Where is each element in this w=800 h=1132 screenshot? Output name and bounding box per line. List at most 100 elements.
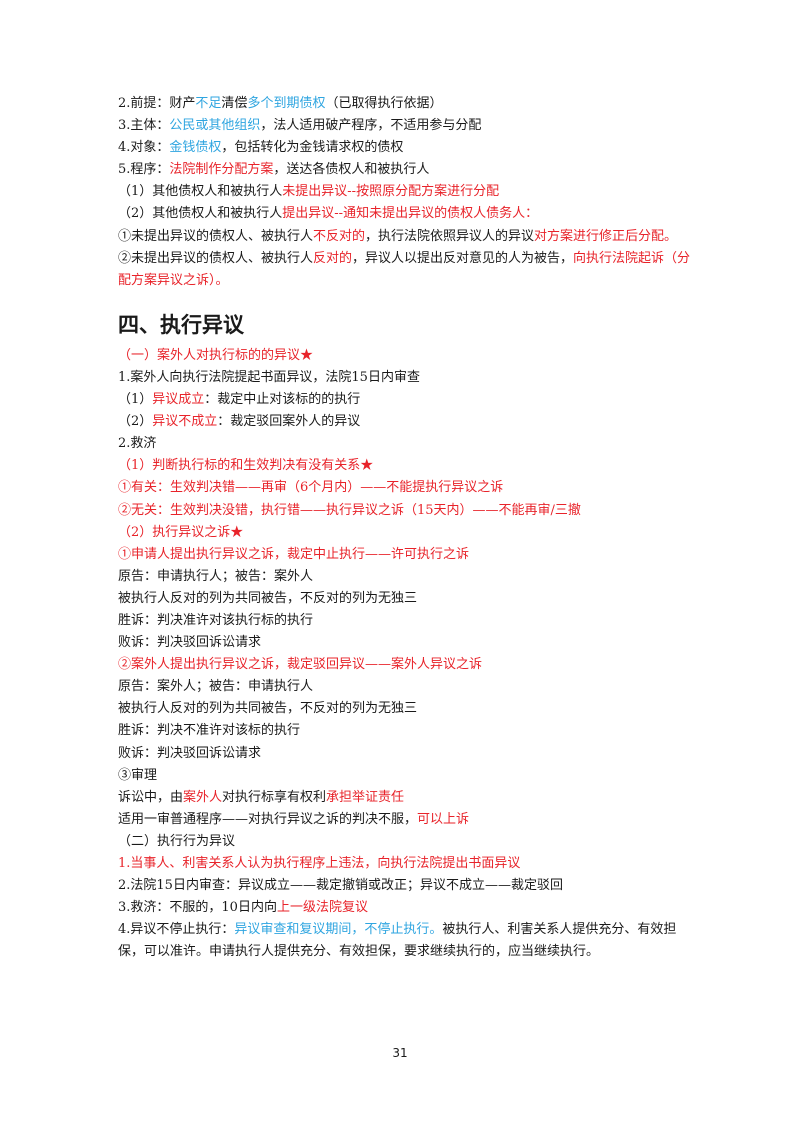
text-segment: 2.救济 <box>118 436 157 452</box>
text-segment: ，异议人以提出反对意见的人为被告， <box>352 250 574 266</box>
text-line: 3.救济：不服的，10日内向上一级法院复议 <box>118 897 700 919</box>
text-line: ①未提出异议的债权人、被执行人不反对的，执行法院依照异议人的异议对方案进行修正后… <box>118 226 700 248</box>
document-body: 2.前提：财产不足清偿多个到期债权（已取得执行依据）3.主体：公民或其他组织，法… <box>118 93 700 963</box>
section-heading: 四、执行异议 <box>118 312 244 337</box>
text-segment: （二）执行行为异议 <box>118 833 236 849</box>
text-line: 2.法院15日内审查：异议成立——裁定撤销或改正；异议不成立——裁定驳回 <box>118 875 700 897</box>
text-segment: （一）案外人对执行标的的异议★ <box>118 347 314 363</box>
text-segment: 未提出异议--按照原分配方案进行分配 <box>282 184 500 200</box>
text-segment: 可以上诉 <box>417 811 470 827</box>
text-segment: 清偿 <box>221 96 248 111</box>
text-line: （二）执行行为异议 <box>118 831 700 853</box>
text-segment: （1）判断执行标的和生效判决有没有关系★ <box>118 458 374 474</box>
text-line: ③审理 <box>118 765 700 787</box>
text-segment: 异议审查和复议期间，不停止执行。 <box>234 922 443 938</box>
text-segment: 异议不成立 <box>152 414 218 430</box>
text-line: 3.主体：公民或其他组织，法人适用破产程序，不适用参与分配 <box>118 115 700 137</box>
text-segment: ③审理 <box>118 767 158 783</box>
text-segment: 向执行法院起诉（分配方案异议之诉）。 <box>118 250 691 288</box>
text-line: （1）判断执行标的和生效判决有没有关系★ <box>118 455 700 477</box>
text-segment: 诉讼中，由 <box>118 789 184 805</box>
text-line: （2）其他债权人和被执行人提出异议--通知未提出异议的债权人债务人： <box>118 203 700 225</box>
text-line: 诉讼中，由案外人对执行标享有权利承担举证责任 <box>118 787 700 809</box>
text-line: （一）案外人对执行标的的异议★ <box>118 345 700 367</box>
text-segment: 金钱债权 <box>169 140 222 156</box>
text-segment: 原告：案外人；被告：申请执行人 <box>118 679 314 695</box>
text-segment: （1）其他债权人和被执行人 <box>118 184 283 200</box>
text-segment: 多个到期债权 <box>247 96 326 111</box>
text-segment: 胜诉：判决不准许对该标的执行 <box>118 723 301 739</box>
text-segment: 提出异议--通知未提出异议的债权人债务人： <box>282 206 539 222</box>
text-segment: 不反对的 <box>313 228 366 244</box>
text-segment: ②未提出异议的债权人、被执行人 <box>118 250 314 266</box>
text-segment: 胜诉：判决准许对该执行标的执行 <box>118 612 314 628</box>
text-segment: 3.救济：不服的，10日内向 <box>118 900 277 916</box>
text-segment: （1） <box>118 392 153 408</box>
text-segment: 案外人 <box>183 789 223 805</box>
text-line: ①有关：生效判决错——再审（6个月内）——不能提执行异议之诉 <box>118 477 700 499</box>
text-line: 4.异议不停止执行：异议审查和复议期间，不停止执行。被执行人、利害关系人提供充分… <box>118 919 700 963</box>
section-execution-objection: （一）案外人对执行标的的异议★ 1.案外人向执行法院提起书面异议，法院15日内审查… <box>118 345 700 964</box>
text-line: ②案外人提出执行异议之诉，裁定驳回异议——案外人异议之诉 <box>118 654 700 676</box>
text-segment: 对方案进行修正后分配。 <box>534 228 678 244</box>
text-line: 胜诉：判决不准许对该标的执行 <box>118 720 700 742</box>
text-segment: 3.主体： <box>118 118 170 134</box>
section-distribution: 2.前提：财产不足清偿多个到期债权（已取得执行依据）3.主体：公民或其他组织，法… <box>118 93 700 292</box>
text-segment: 4.异议不停止执行： <box>118 922 235 938</box>
text-segment: 1.当事人、利害关系人认为执行程序上违法，向执行法院提出书面异议 <box>118 856 521 871</box>
text-segment: ：裁定驳回案外人的异议 <box>217 414 361 430</box>
text-line: （1）异议成立：裁定中止对该标的的执行 <box>118 389 700 411</box>
text-segment: ②无关：生效判决没错，执行错——执行异议之诉（15天内）——不能再审/三撤 <box>118 502 581 518</box>
text-segment: 2.法院15日内审查：异议成立——裁定撤销或改正；异议不成立——裁定驳回 <box>118 878 563 894</box>
text-line: 5.程序：法院制作分配方案，送达各债权人和被执行人 <box>118 159 700 181</box>
text-segment: （2）执行异议之诉★ <box>118 524 244 540</box>
text-line: 1.当事人、利害关系人认为执行程序上违法，向执行法院提出书面异议 <box>118 853 700 875</box>
text-segment: 1.案外人向执行法院提起书面异议，法院15日内审查 <box>118 369 420 385</box>
text-segment: 不足 <box>195 96 222 111</box>
text-segment: （2） <box>118 414 153 430</box>
text-segment: ②案外人提出执行异议之诉，裁定驳回异议——案外人异议之诉 <box>118 657 483 673</box>
text-segment: 对执行标享有权利 <box>222 789 327 805</box>
text-segment: ，包括转化为金钱请求权的债权 <box>221 140 404 156</box>
text-segment: 被执行人反对的列为共同被告，不反对的列为无独三 <box>118 590 418 606</box>
text-segment: 法院制作分配方案 <box>169 162 274 178</box>
text-segment: 被执行人、利害关系人提供充分、有效担保，可以准许。申请执行人提供充分、有效担保，… <box>118 922 677 960</box>
text-line: ②无关：生效判决没错，执行错——执行异议之诉（15天内）——不能再审/三撤 <box>118 500 700 522</box>
text-line: 被执行人反对的列为共同被告，不反对的列为无独三 <box>118 698 700 720</box>
text-line: 1.案外人向执行法院提起书面异议，法院15日内审查 <box>118 367 700 389</box>
text-line: 胜诉：判决准许对该执行标的执行 <box>118 610 700 632</box>
text-segment: ①有关：生效判决错——再审（6个月内）——不能提执行异议之诉 <box>118 480 504 496</box>
text-segment: ，执行法院依照异议人的异议 <box>365 228 535 244</box>
text-segment: 适用一审普通程序——对执行异议之诉的判决不服， <box>118 811 418 827</box>
text-segment: （已取得执行依据） <box>325 96 443 111</box>
text-segment: 败诉：判决驳回诉讼请求 <box>118 635 262 651</box>
text-line: 原告：申请执行人；被告：案外人 <box>118 566 700 588</box>
page-number: 31 <box>392 1046 408 1060</box>
text-segment: 异议成立 <box>152 392 205 408</box>
text-line: 2.救济 <box>118 433 700 455</box>
text-line: 原告：案外人；被告：申请执行人 <box>118 676 700 698</box>
text-line: ②未提出异议的债权人、被执行人反对的，异议人以提出反对意见的人为被告，向执行法院… <box>118 248 700 292</box>
text-line: 4.对象：金钱债权，包括转化为金钱请求权的债权 <box>118 137 700 159</box>
text-segment: 上一级法院复议 <box>276 900 368 916</box>
text-segment: 2.前提：财产 <box>118 96 196 111</box>
text-line: 败诉：判决驳回诉讼请求 <box>118 632 700 654</box>
text-segment: （2）其他债权人和被执行人 <box>118 206 283 222</box>
text-segment: 原告：申请执行人；被告：案外人 <box>118 568 314 584</box>
text-line: 被执行人反对的列为共同被告，不反对的列为无独三 <box>118 588 700 610</box>
text-line: 适用一审普通程序——对执行异议之诉的判决不服，可以上诉 <box>118 809 700 831</box>
text-segment: 公民或其他组织 <box>169 118 261 134</box>
text-segment: ①申请人提出执行异议之诉，裁定中止执行——许可执行之诉 <box>118 546 470 562</box>
text-segment: 被执行人反对的列为共同被告，不反对的列为无独三 <box>118 701 418 717</box>
text-segment: ，法人适用破产程序，不适用参与分配 <box>260 118 482 134</box>
text-segment: 败诉：判决驳回诉讼请求 <box>118 745 262 761</box>
text-segment: 5.程序： <box>118 162 170 178</box>
text-segment: 4.对象： <box>118 140 170 156</box>
text-segment: ①未提出异议的债权人、被执行人 <box>118 228 314 244</box>
text-line: 2.前提：财产不足清偿多个到期债权（已取得执行依据） <box>118 93 700 115</box>
text-segment: 反对的 <box>313 250 353 266</box>
text-segment: ，送达各债权人和被执行人 <box>273 162 430 178</box>
text-line: ①申请人提出执行异议之诉，裁定中止执行——许可执行之诉 <box>118 544 700 566</box>
text-line: （2）执行异议之诉★ <box>118 522 700 544</box>
text-segment: ：裁定中止对该标的的执行 <box>204 392 361 408</box>
